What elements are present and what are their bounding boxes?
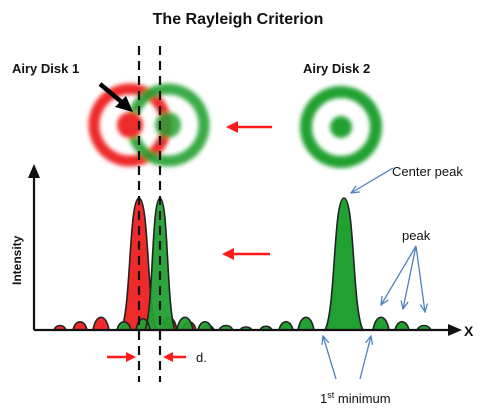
separation-d-label: d. (196, 350, 207, 365)
airy-disk-1-image (88, 83, 210, 167)
center-peak-callout-line (351, 167, 394, 193)
y-axis (28, 164, 40, 330)
airy-disk-1-label: Airy Disk 1 (12, 61, 79, 76)
airy-disk-2-image (300, 86, 382, 168)
red-arrow-upper (226, 121, 272, 133)
red-arrow-lower (222, 248, 270, 260)
separation-arrow-right (163, 352, 186, 362)
airy-disk-2-label: Airy Disk 2 (303, 61, 370, 76)
first-minimum-callout-lines (323, 336, 371, 380)
separation-arrow-left (107, 352, 136, 362)
x-axis-label: X (464, 323, 474, 339)
first-minimum-label: 1st minimum (320, 390, 391, 406)
center-peak-label: Center peak (392, 164, 463, 179)
peak-callout-lines (381, 245, 425, 312)
diagram-title: The Rayleigh Criterion (153, 11, 324, 28)
airy-disk-2-intensity-curve (247, 197, 432, 331)
peak-label: peak (402, 228, 431, 243)
airy-disk-1-intensity-curve (49, 197, 215, 331)
airy-disk-1-overlap-green-curve (89, 197, 253, 331)
x-axis (34, 324, 462, 336)
y-axis-label: Intensity (10, 235, 24, 285)
disk1-pointer-arrow (98, 82, 133, 112)
